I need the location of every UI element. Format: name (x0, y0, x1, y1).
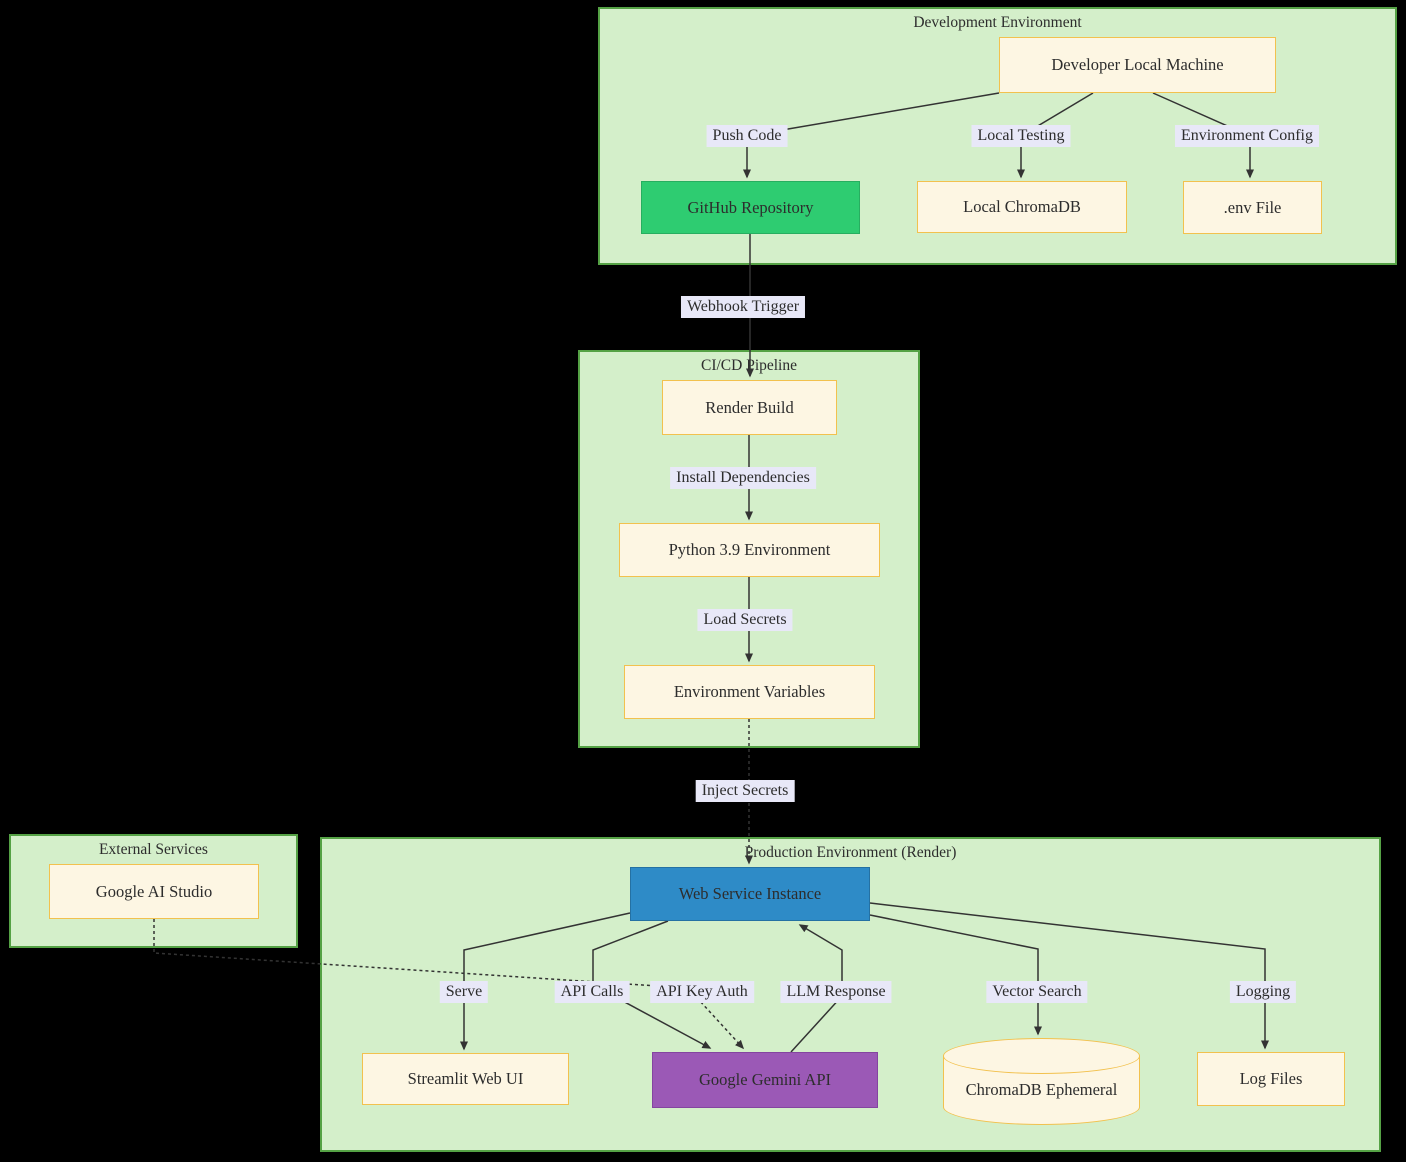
node-render-build: Render Build (662, 380, 837, 435)
edge-api-calls (592, 920, 712, 1049)
node-label: Google AI Studio (95, 881, 213, 901)
node-label: Developer Local Machine (1051, 55, 1224, 74)
node-environment-variables: Environment Variables (624, 665, 875, 719)
node-label: Local ChromaDB (963, 197, 1081, 216)
node-label: Environment Variables (673, 682, 826, 701)
edge-label-webhook-trigger: Webhook Trigger (680, 296, 806, 318)
edge-llm-response (790, 924, 843, 1053)
node-chromadb-ephemeral: ChromaDB Ephemeral (943, 1038, 1140, 1125)
edge-label-push-code: Push Code (706, 125, 788, 147)
edge-label-local-testing: Local Testing (971, 125, 1071, 147)
edge-vector-search (869, 914, 1042, 1036)
node-label: Render Build (705, 397, 794, 417)
node-label: Web Service Instance (678, 884, 822, 903)
subgraph-title-external-services: External Services (99, 841, 208, 858)
node-google-gemini-api: Google Gemini API (652, 1052, 878, 1108)
node-local-chromadb: Local ChromaDB (917, 181, 1127, 233)
node-label: Log Files (1239, 1069, 1303, 1088)
node-web-service-instance: Web Service Instance (630, 867, 870, 921)
node-label: ChromaDB Ephemeral (965, 1080, 1118, 1099)
subgraph-title-cicd-pipeline: CI/CD Pipeline (700, 357, 797, 374)
edge-label-environment-config: Environment Config (1175, 125, 1319, 147)
node-label: Google Gemini API (699, 1070, 831, 1089)
subgraph-title-development-environment: Development Environment (913, 14, 1082, 31)
edge-label-api-key-auth: API Key Auth (650, 981, 754, 1003)
node-label: GitHub Repository (687, 197, 814, 217)
node-env-file: .env File (1183, 181, 1322, 234)
edge-label-api-calls: API Calls (554, 981, 630, 1003)
subgraph-title-production-environment: Production Environment (Render) (744, 844, 957, 861)
edge-label-logging: Logging (1229, 981, 1297, 1003)
node-log-files: Log Files (1197, 1052, 1345, 1106)
node-github-repository: GitHub Repository (641, 181, 860, 234)
edge-label-llm-response: LLM Response (780, 981, 892, 1003)
edge-label-inject-secrets: Inject Secrets (695, 780, 795, 802)
cylinder-top-ellipse (943, 1038, 1140, 1074)
node-streamlit-web-ui: Streamlit Web UI (362, 1053, 569, 1105)
edge-logging (869, 902, 1269, 1050)
node-label: Python 3.9 Environment (668, 540, 831, 559)
edge-label-install-dependencies: Install Dependencies (670, 467, 816, 489)
edge-api-key-auth (153, 919, 745, 1050)
node-label: Streamlit Web UI (407, 1069, 524, 1088)
edge-label-load-secrets: Load Secrets (697, 609, 793, 631)
node-python-environment: Python 3.9 Environment (619, 523, 880, 577)
node-label: .env File (1223, 197, 1282, 217)
edge-label-vector-search: Vector Search (986, 981, 1088, 1003)
edge-serve (460, 912, 631, 1051)
edge-label-serve: Serve (439, 981, 489, 1003)
node-developer-local-machine: Developer Local Machine (999, 37, 1276, 93)
node-google-ai-studio: Google AI Studio (49, 864, 259, 919)
